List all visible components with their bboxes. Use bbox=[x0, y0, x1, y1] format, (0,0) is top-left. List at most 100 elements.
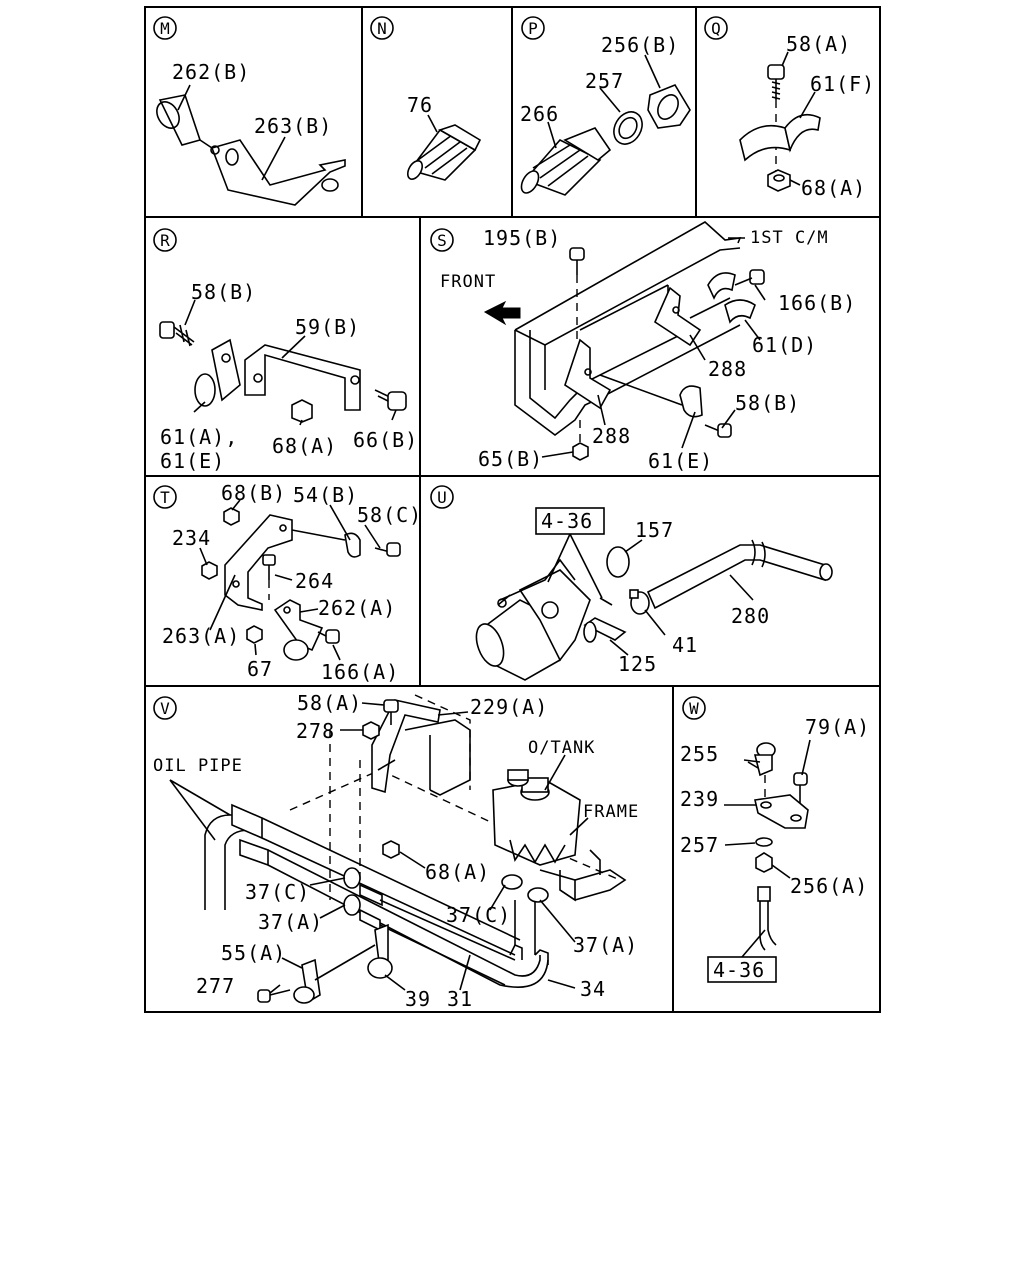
callout-37c-right: 37(C) bbox=[446, 903, 511, 927]
label-front: FRONT bbox=[440, 272, 496, 292]
panel-n: N 76 bbox=[370, 16, 482, 181]
panel-badge-n-text: N bbox=[377, 19, 387, 38]
callout-280: 280 bbox=[731, 604, 770, 628]
panel-badge-r bbox=[153, 228, 177, 252]
nut-278-drawing bbox=[362, 721, 380, 740]
callout-262b: 262(B) bbox=[172, 60, 250, 84]
panel-badge-n bbox=[370, 16, 394, 40]
callout-166a: 166(A) bbox=[321, 660, 399, 684]
bracket-229a-drawing bbox=[371, 699, 441, 794]
oring-157-drawing bbox=[606, 546, 630, 578]
callout-58c: 58(C) bbox=[357, 503, 422, 527]
callout-264: 264 bbox=[295, 569, 334, 593]
bolt-58b-drawing bbox=[159, 321, 195, 347]
callout-157: 157 bbox=[635, 518, 674, 542]
label-frame: FRAME bbox=[583, 802, 639, 822]
label-oil-pipe: OIL PIPE bbox=[153, 756, 243, 776]
panel-badge-t-text: T bbox=[160, 488, 170, 507]
nut-256a-drawing bbox=[755, 852, 773, 873]
callout-31: 31 bbox=[447, 987, 473, 1011]
bracket-263b-drawing bbox=[210, 139, 346, 206]
bolt-195b-drawing bbox=[569, 247, 585, 340]
bolt-79a-drawing bbox=[793, 772, 808, 805]
callout-37c-left: 37(C) bbox=[245, 880, 310, 904]
callout-55a: 55(A) bbox=[221, 941, 286, 965]
bracket-263a-drawing bbox=[224, 514, 293, 611]
bolt-277-drawing bbox=[257, 989, 291, 1003]
panel-v: V bbox=[153, 691, 639, 1011]
panel-badge-m bbox=[153, 16, 177, 40]
callout-262a: 262(A) bbox=[318, 596, 396, 620]
callout-79a: 79(A) bbox=[805, 715, 870, 739]
callout-195b: 195(B) bbox=[483, 226, 561, 250]
callout-58b-s: 58(B) bbox=[735, 391, 800, 415]
callout-58a: 58(A) bbox=[786, 32, 851, 56]
bolt-58a-drawing bbox=[767, 64, 785, 172]
callout-257-w: 257 bbox=[680, 833, 719, 857]
clip-55a-drawing bbox=[293, 958, 321, 1004]
nut-65b-drawing bbox=[572, 442, 589, 461]
pipe-4-36-drawing bbox=[757, 886, 777, 951]
nut-68a-drawing bbox=[767, 169, 791, 192]
clip-61a-drawing bbox=[194, 338, 241, 407]
panel-badge-v bbox=[153, 696, 177, 720]
washer-257-w-drawing bbox=[755, 837, 773, 847]
plate-239-drawing bbox=[754, 794, 809, 829]
oil-pipes-drawing bbox=[204, 803, 549, 989]
panel-badge-q-text: Q bbox=[711, 19, 721, 38]
callout-125: 125 bbox=[618, 652, 657, 676]
clip-61f-drawing bbox=[739, 113, 821, 162]
callout-263a: 263(A) bbox=[162, 624, 240, 648]
panel-u: U 4-36 bbox=[430, 485, 833, 681]
panel-badge-p bbox=[521, 16, 545, 40]
callout-58a-v: 58(A) bbox=[297, 691, 362, 715]
panel-t: T bbox=[153, 481, 422, 684]
clamp-41-drawing bbox=[629, 589, 650, 615]
bracket-59b-drawing bbox=[244, 344, 361, 411]
fitting-255-drawing bbox=[747, 742, 776, 798]
panel-badge-t bbox=[153, 485, 177, 509]
callout-66b: 66(B) bbox=[353, 428, 418, 452]
fitting-76-drawing bbox=[406, 124, 482, 181]
bolt-58c-drawing bbox=[374, 542, 401, 557]
bolt-66b-drawing bbox=[374, 389, 407, 411]
callout-41: 41 bbox=[672, 633, 698, 657]
panel-w: W 79(A) bbox=[680, 696, 870, 983]
bolt-166a-drawing bbox=[317, 629, 340, 644]
callout-277: 277 bbox=[196, 974, 235, 998]
frame-and-tank-area-drawing bbox=[289, 694, 627, 902]
frame-crossmember-drawing bbox=[514, 221, 742, 436]
callout-61a: 61(A), bbox=[160, 425, 238, 449]
panel-grid bbox=[144, 6, 881, 1013]
panel-badge-m-text: M bbox=[160, 19, 170, 38]
panel-m: M 262(B) 263(B) bbox=[153, 16, 346, 206]
nut-68b-drawing bbox=[223, 507, 240, 526]
callout-166b: 166(B) bbox=[778, 291, 856, 315]
callout-67: 67 bbox=[247, 657, 273, 681]
clip-54b-drawing bbox=[291, 529, 361, 558]
panel-q: Q 58(A) 61(F) 68(A) bbox=[704, 16, 874, 200]
clip-61d-drawing bbox=[689, 272, 756, 324]
bolt-264-drawing bbox=[262, 554, 276, 600]
callout-ref-4-36-w: 4-36 bbox=[713, 958, 765, 982]
bolt-58b-s-drawing bbox=[704, 423, 732, 438]
panel-r: R 58(B) 59(B) 61(A), 61(E) 6 bbox=[153, 228, 418, 473]
callout-ref-4-36: 4-36 bbox=[541, 509, 593, 533]
callout-288-left: 288 bbox=[592, 424, 631, 448]
fitting-125-drawing bbox=[583, 597, 627, 643]
panel-badge-r-text: R bbox=[160, 231, 170, 250]
panel-badge-w-text: W bbox=[689, 699, 699, 718]
callout-256a: 256(A) bbox=[790, 874, 868, 898]
callout-65b: 65(B) bbox=[478, 447, 543, 471]
nut-234-drawing bbox=[201, 561, 218, 580]
panel-badge-w bbox=[682, 696, 706, 720]
bracket-288-left-drawing bbox=[564, 338, 612, 445]
callout-239: 239 bbox=[680, 787, 719, 811]
nut-68a-r-drawing bbox=[291, 399, 313, 423]
panel-s: S bbox=[430, 221, 856, 473]
callout-68a: 68(A) bbox=[801, 176, 866, 200]
callout-266: 266 bbox=[520, 102, 559, 126]
clamps-37-drawing bbox=[343, 867, 549, 916]
panel-p: P 256(B) 257 266 bbox=[520, 16, 691, 196]
washer-257-drawing bbox=[613, 111, 643, 145]
